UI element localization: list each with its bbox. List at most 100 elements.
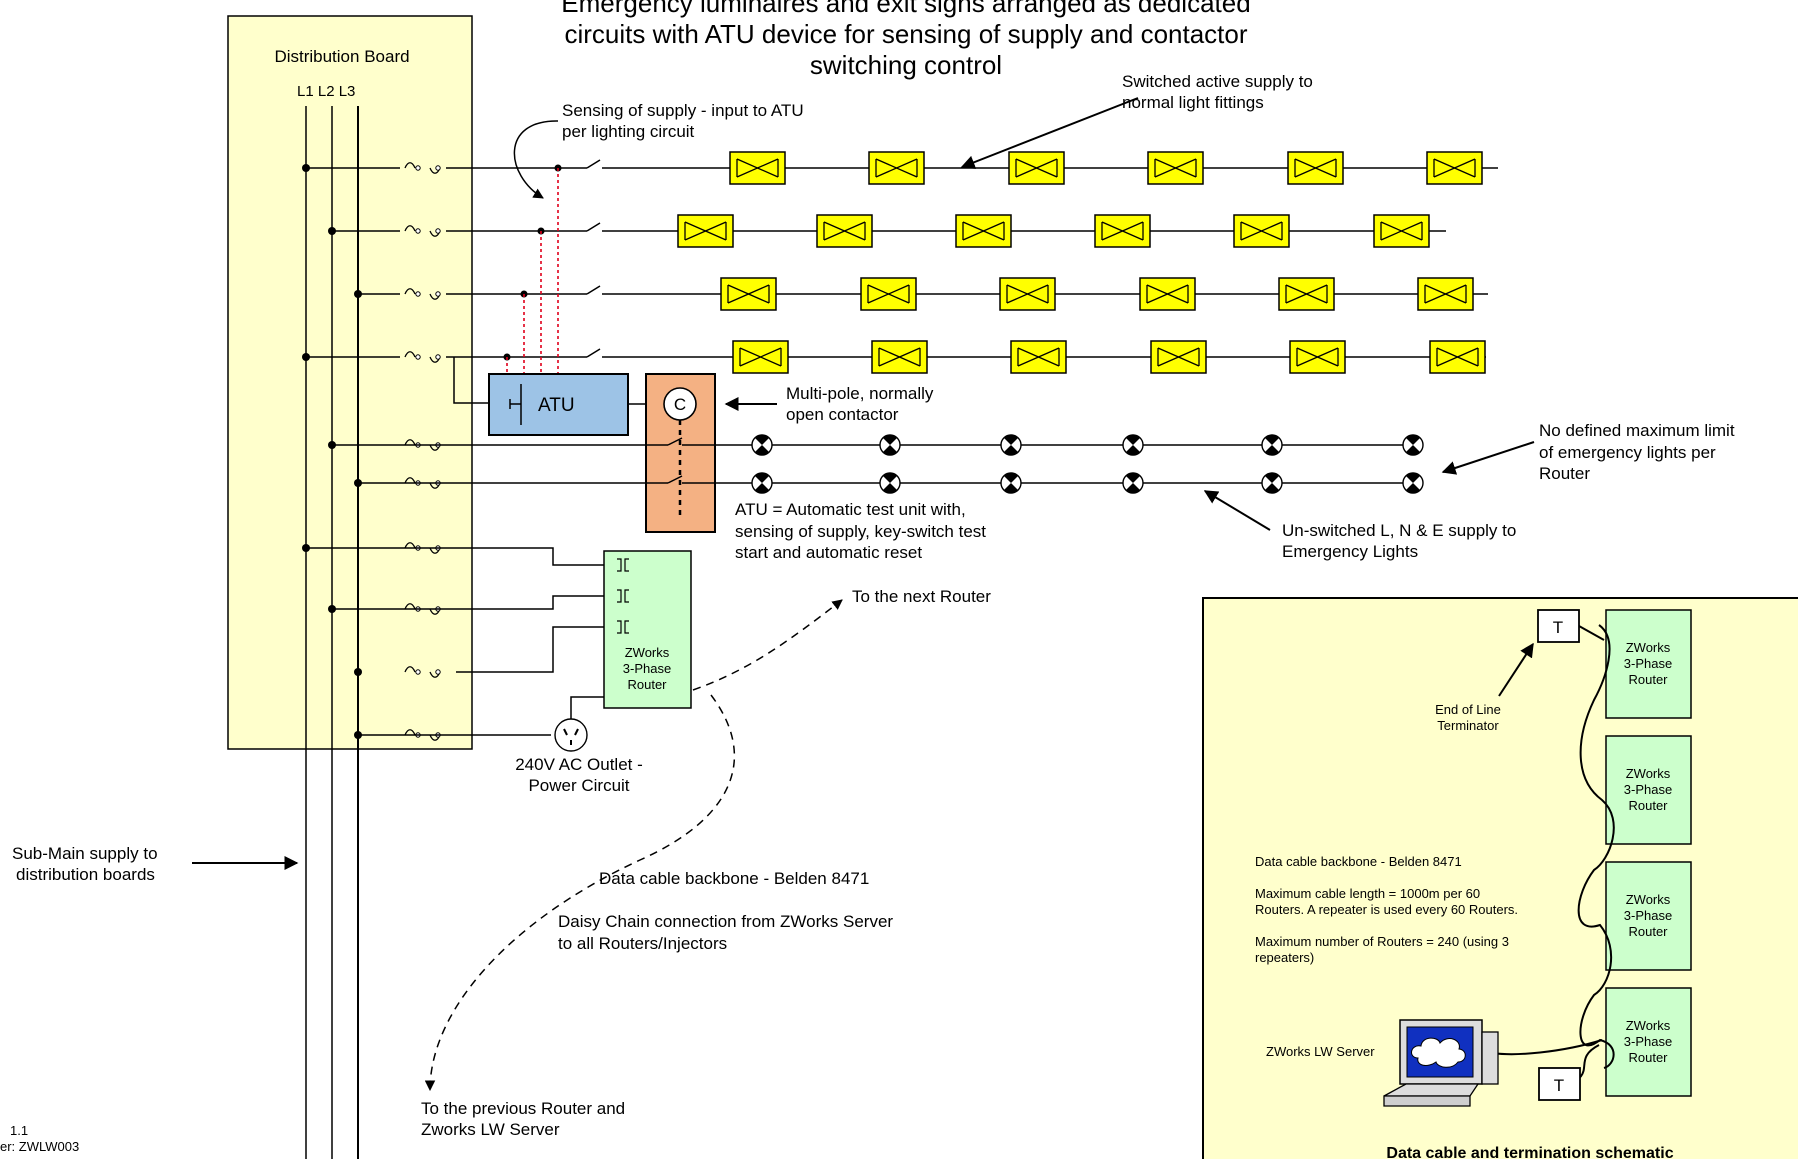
outlet-label-1: 240V AC Outlet - [515,755,643,774]
next-router-cable [692,599,843,691]
emergency-light-icon [751,472,773,494]
svg-text:3-Phase: 3-Phase [1624,908,1672,923]
light-fitting-icon [732,340,789,374]
data-cable-schematic: ZWorks3-PhaseRouterZWorks3-PhaseRouterZW… [1202,597,1798,1159]
normal-light-fittings [677,151,1486,374]
emergency-light-icon [1000,434,1022,456]
svg-text:Router: Router [1628,672,1668,687]
emergency-light-icon [1122,472,1144,494]
light-fitting-icon [677,214,734,248]
router-label-3: Router [627,677,667,692]
emergency-light-icon [1000,472,1022,494]
terminator-top-symbol: T [1553,618,1563,637]
router-label-1: ZWorks [625,645,670,660]
server-label: ZWorks LW Server [1266,1044,1375,1059]
drawing-number: er: ZWLW003 [0,1139,79,1154]
light-fitting-icon [1233,214,1290,248]
unswitched-arrow [1203,490,1271,531]
router-feed-l1 [306,547,604,566]
next-router-label: To the next Router [852,587,991,606]
atu-keyswitch-icon [509,384,522,425]
phase-labels: L1 L2 L3 [297,83,355,100]
svg-text:ZWorks: ZWorks [1626,892,1671,907]
light-fitting-icon [720,277,777,311]
router-feed-l3 [456,626,604,673]
distribution-board-label: Distribution Board [274,47,409,66]
light-fitting-icon [1147,151,1204,185]
switched-arrow [960,97,1139,169]
contactor-label-2: open contactor [786,405,899,424]
breaker-icon [400,225,446,237]
daisy-label-2: to all Routers/Injectors [558,934,727,953]
emergency-light-icon [751,434,773,456]
atu-definition-1: ATU = Automatic test unit with, [735,500,966,519]
terminator-bottom [1538,1067,1581,1101]
light-fitting-icon [871,340,928,374]
light-fitting-icon [816,214,873,248]
light-fitting-icon [1010,340,1067,374]
title-line-2: circuits with ATU device for sensing of … [564,19,1247,49]
light-fitting-icon [729,151,786,185]
router-feed-l2 [332,595,604,610]
power-outlet-icon [554,718,588,752]
contactor-label-1: Multi-pole, normally [786,384,934,403]
switched-label-2: normal light fittings [1122,93,1264,112]
zworks-router [603,550,692,709]
light-fitting-icon [1426,151,1483,185]
light-fitting-icon [955,214,1012,248]
router-terminal-icons [617,558,629,634]
terminator-top-lead [1578,625,1605,641]
eol-label-1: End of Line [1435,702,1501,717]
emergency-light-icon [1402,472,1424,494]
svg-text:Router: Router [1628,1050,1668,1065]
unswitched-label-2: Emergency Lights [1282,542,1418,561]
nolimit-arrow [1441,441,1535,475]
light-fitting-icon [1008,151,1065,185]
emergency-light-icon [1261,472,1283,494]
terminator-top [1537,609,1580,643]
light-fitting-icon [1289,340,1346,374]
sensing-arrow [513,120,559,199]
contactor-symbol: C [674,395,686,414]
nolimit-label-3: Router [1539,464,1590,483]
svg-text:ZWorks: ZWorks [1626,640,1671,655]
schematic-panel [1202,597,1798,1159]
inset-backbone-note: Data cable backbone - Belden 8471 [1255,854,1462,869]
previous-router-cable [424,694,736,1092]
emergency-lights [751,434,1424,494]
title-line-1: Emergency luminaires and exit signs arra… [561,0,1250,18]
router-label-2: 3-Phase [623,661,671,676]
eol-arrow [1498,642,1534,697]
emergency-light-icon [1261,434,1283,456]
emergency-light-icon [879,472,901,494]
breaker-icon [400,162,446,174]
atu-definition-2: sensing of supply, key-switch test [735,522,986,541]
light-fitting-icon [1150,340,1207,374]
title-line-3: switching control [810,50,1002,80]
terminator-bottom-symbol: T [1554,1076,1564,1095]
emergency-circuits [332,437,1413,484]
daisy-label-1: Daisy Chain connection from ZWorks Serve… [558,912,893,931]
breaker-icon [400,666,446,678]
maxnum-note-2: repeaters) [1255,950,1314,965]
backbone-label: Data cable backbone - Belden 8471 [599,869,869,888]
light-fitting-icon [868,151,925,185]
nolimit-label-2: of emergency lights per [1539,443,1716,462]
atu-label: ATU [538,395,575,416]
emergency-light-icon [1402,434,1424,456]
outlet-label-2: Power Circuit [528,776,629,795]
nolimit-label-1: No defined maximum limit [1539,421,1735,440]
distribution-board [227,15,473,750]
submain-label-1: Sub-Main supply to [12,844,158,863]
maxnum-note-1: Maximum number of Routers = 240 (using 3 [1255,934,1509,949]
svg-text:Router: Router [1628,798,1668,813]
previous-router-label-1: To the previous Router and [421,1099,625,1118]
switched-label-1: Switched active supply to [1122,72,1313,91]
svg-text:Router: Router [1628,924,1668,939]
light-fitting-icon [1417,277,1474,311]
atu-supply-wire [453,357,490,404]
light-fitting-icon [999,277,1056,311]
